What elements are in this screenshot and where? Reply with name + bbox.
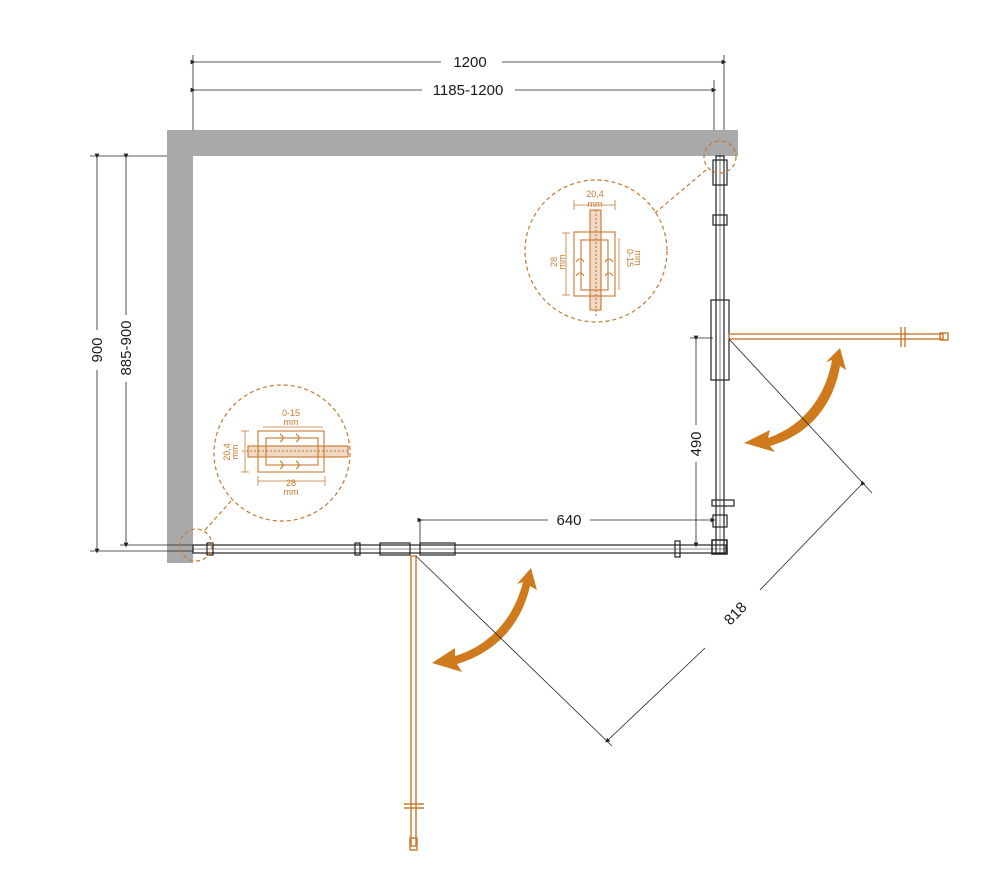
right-door-swing-arrow: [744, 348, 846, 452]
detail-bottom-depth-value: 28: [286, 478, 296, 488]
detail-callouts: [179, 140, 737, 562]
wall-top: [167, 130, 738, 156]
dim-width-range: 1185-1200: [433, 82, 504, 99]
bottom-door-open: [410, 555, 417, 847]
detail-top-labels: 20,4 mm 28 mm 0-15 mm: [549, 189, 643, 270]
detail-top-depth-unit: mm: [557, 255, 567, 270]
dim-height-outer: 900: [89, 337, 106, 362]
right-door-open: [728, 333, 944, 340]
bottom-door-swing-arrow: [432, 568, 537, 672]
detail-top-profile: [562, 200, 620, 316]
dim-width-outer: 1200: [453, 54, 486, 71]
dim-diagonal: 818: [721, 599, 751, 629]
detail-top-adjust-value: 0-15: [625, 249, 635, 267]
detail-top-depth-value: 28: [549, 257, 559, 267]
detail-bottom-width-value: 20,4: [222, 443, 232, 461]
detail-bottom-adjust-unit: mm: [284, 417, 299, 427]
detail-circle-top: [524, 179, 668, 323]
doors: [404, 327, 949, 851]
corner-marker-top: [703, 140, 737, 174]
detail-bottom-adjust-value: 0-15: [282, 408, 300, 418]
detail-top-adjust-unit: mm: [633, 251, 643, 266]
detail-top-width-value: 20,4: [586, 189, 604, 199]
detail-bottom-width-unit: mm: [230, 445, 240, 460]
dim-height-range: 885-900: [118, 320, 135, 375]
wall-left: [167, 130, 193, 563]
dim-bottom-offset: 640: [556, 512, 581, 529]
corner-profile: [711, 539, 728, 555]
detail-bottom-labels: 0-15 mm 20,4 mm 28 mm: [222, 408, 300, 497]
dimension-lines: [90, 55, 873, 747]
walls: [167, 130, 738, 563]
enclosure-frame: [192, 155, 735, 558]
swing-arrows: [432, 348, 846, 672]
corner-marker-bottom: [179, 528, 213, 562]
detail-bottom-profile: [241, 426, 350, 486]
dim-right-offset: 490: [688, 431, 705, 456]
detail-bottom-depth-unit: mm: [284, 487, 299, 497]
detail-circle-bottom: [213, 384, 351, 522]
detail-top-width-unit: mm: [588, 199, 603, 209]
